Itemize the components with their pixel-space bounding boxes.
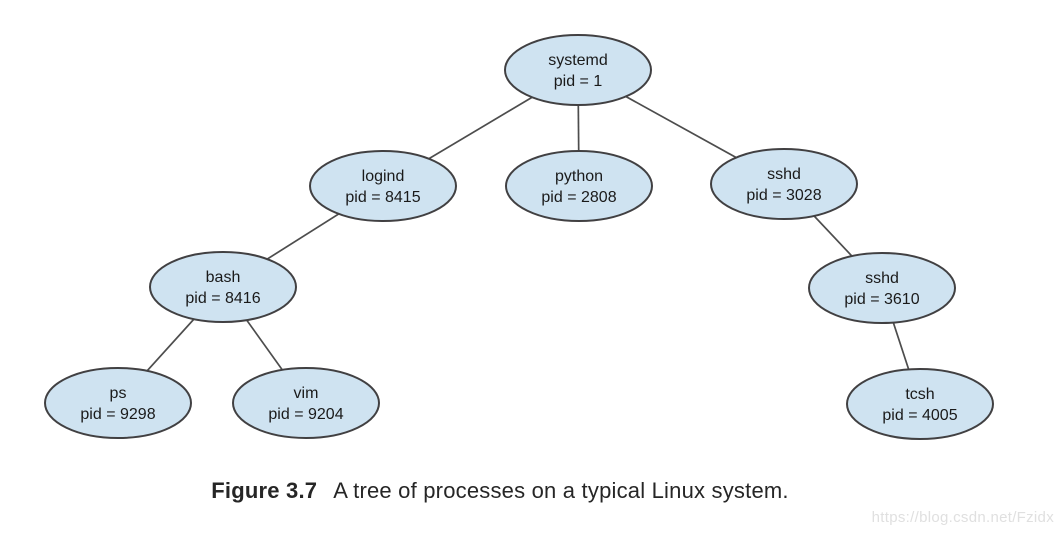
process-pid-label: pid = 2808 — [541, 189, 616, 206]
process-name-label: ps — [110, 385, 127, 402]
process-pid-label: pid = 9298 — [80, 406, 155, 423]
process-name-label: vim — [294, 385, 319, 402]
process-pid-label: pid = 1 — [554, 73, 603, 90]
process-node-tcsh: tcsh pid = 4005 — [846, 368, 994, 440]
process-name-label: logind — [362, 168, 405, 185]
process-ellipse — [149, 251, 297, 323]
process-node-python: python pid = 2808 — [505, 150, 653, 222]
process-ellipse — [44, 367, 192, 439]
process-pid-label: pid = 4005 — [882, 407, 957, 424]
process-node-sshd-3028: sshd pid = 3028 — [710, 148, 858, 220]
process-node-bash: bash pid = 8416 — [149, 251, 297, 323]
process-pid-label: pid = 8416 — [185, 290, 260, 307]
process-ellipse — [846, 368, 994, 440]
process-name-label: sshd — [865, 270, 899, 287]
process-ellipse — [710, 148, 858, 220]
process-pid-label: pid = 3610 — [844, 291, 919, 308]
process-name-label: systemd — [548, 52, 608, 69]
process-pid-label: pid = 3028 — [746, 187, 821, 204]
figure-caption: Figure 3.7 A tree of processes on a typic… — [0, 478, 1000, 504]
process-node-sshd-3610: sshd pid = 3610 — [808, 252, 956, 324]
process-pid-label: pid = 9204 — [268, 406, 343, 423]
process-name-label: tcsh — [905, 386, 934, 403]
process-node-systemd: systemd pid = 1 — [504, 34, 652, 106]
process-name-label: python — [555, 168, 603, 185]
process-ellipse — [232, 367, 380, 439]
process-node-logind: logind pid = 8415 — [309, 150, 457, 222]
process-ellipse — [504, 34, 652, 106]
figure-number: Figure 3.7 — [211, 478, 318, 503]
process-name-label: sshd — [767, 166, 801, 183]
process-name-label: bash — [206, 269, 241, 286]
process-tree-svg: systemd pid = 1 logind pid = 8415 python pid … — [44, 34, 994, 440]
process-ellipse — [505, 150, 653, 222]
figure-caption-text: A tree of processes on a typical Linux s… — [333, 478, 789, 503]
process-ellipse — [309, 150, 457, 222]
process-pid-label: pid = 8415 — [345, 189, 420, 206]
process-node-vim: vim pid = 9204 — [232, 367, 380, 439]
watermark-text: https://blog.csdn.net/Fzidx — [871, 509, 1054, 526]
process-ellipse — [808, 252, 956, 324]
process-node-ps: ps pid = 9298 — [44, 367, 192, 439]
